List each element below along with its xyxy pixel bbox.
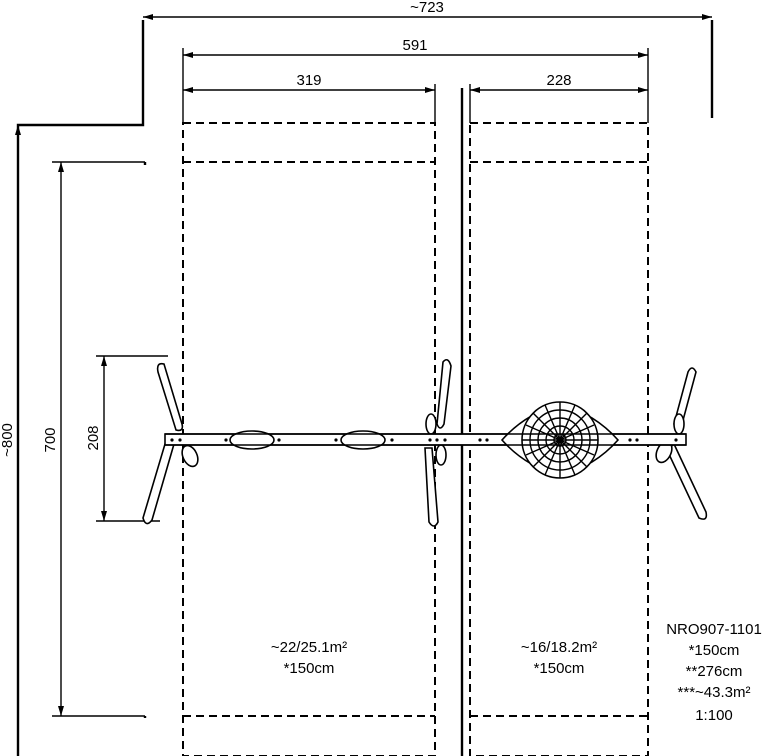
dimension-span-width: 591 [182,37,649,123]
right-zone-labels: ~16/18.2m² *150cm [521,639,597,677]
span-width-label: 591 [402,37,427,54]
zone-depth-label: 700 [42,427,59,452]
overall-depth-label: ~800 [0,423,16,457]
dimension-overall-depth: ~800 [0,125,21,457]
beam-bolts [170,438,678,442]
outer-area-outline [16,20,714,756]
fall-height: *150cm [689,642,740,659]
total-area: ***~43.3m² [678,684,751,701]
left-zone-width-label: 319 [296,72,321,89]
overall-width-label: ~723 [410,0,444,16]
left-zone-area: ~22/25.1m² [271,639,347,656]
right-zone-height: *150cm [534,660,585,677]
left-zone-height: *150cm [284,660,335,677]
left-zone-labels: ~22/25.1m² *150cm [271,639,347,677]
right-zone-area: ~16/18.2m² [521,639,597,656]
frame-depth-label: 208 [85,425,102,450]
model-number: NRO907-1101 [666,621,762,638]
dimension-zone-depth: 700 [42,161,145,717]
dimension-overall-width: ~723 [143,0,712,20]
drawing-scale: 1:100 [695,707,733,724]
total-height: **276cm [686,663,743,680]
product-info: NRO907-1101 *150cm **276cm ***~43.3m² 1:… [666,621,762,724]
dimension-right-zone-width: 228 [469,72,648,123]
left-safety-zone [182,122,436,756]
swing-frame [142,358,708,527]
right-zone-width-label: 228 [546,72,571,89]
dimension-frame-depth: 208 [85,355,168,522]
dimension-left-zone-width: 319 [183,72,436,123]
